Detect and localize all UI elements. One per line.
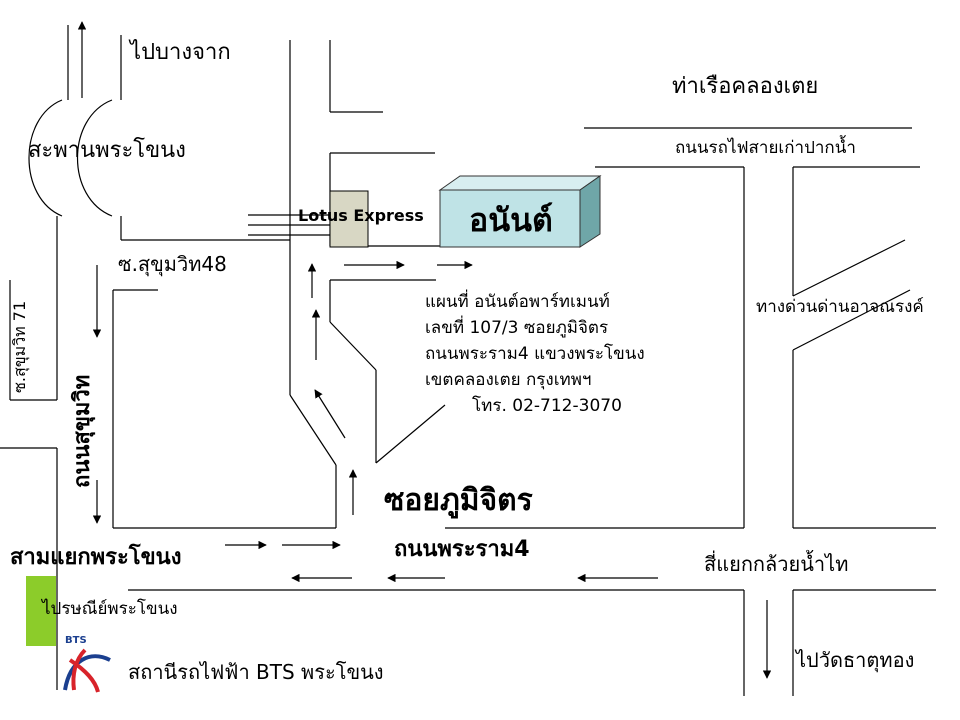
label-old-railway-road: ถนนรถไฟสายเก่าปากน้ำ xyxy=(675,138,856,158)
direction-arrows xyxy=(77,21,772,679)
label-to-bang-chak: ไปบางจาก xyxy=(130,40,231,65)
label-expressway-checkpoint: ทางด่วนด่านอาจณรงค์ xyxy=(756,297,924,317)
info-line-3: ถนนพระราม4 แขวงพระโขนง xyxy=(425,344,645,364)
label-bts-station: สถานีรถไฟฟ้า BTS พระโขนง xyxy=(128,660,384,684)
bts-station-bar xyxy=(26,576,56,646)
label-to-phra-khanong-post: ไปรษณีย์พระโขนง xyxy=(42,599,178,619)
info-line-2: เลขที่ 107/3 ซอยภูมิจิตร xyxy=(425,318,609,338)
label-sukhumvit-71: ซ.สุขุมวิท 71 xyxy=(10,300,29,393)
label-to-wat-that-thong: ไปวัดธาตุทอง xyxy=(796,648,915,672)
bts-logo-text: BTS xyxy=(65,635,87,646)
info-line-5: โทร. 02-712-3070 xyxy=(472,396,622,416)
label-soi-phumchit: ซอยภูมิจิตร xyxy=(384,483,533,518)
info-line-4: เขตคลองเตย กรุงเทพฯ xyxy=(425,370,592,390)
lotus-express-box xyxy=(329,190,369,248)
label-khlong-toei-port: ท่าเรือคลองเตย xyxy=(672,74,819,99)
anan-building xyxy=(438,175,602,248)
label-phra-khanong-junction: สามแยกพระโขนง xyxy=(10,545,182,570)
label-phra-khanong-bridge: สะพานพระโขนง xyxy=(28,138,186,163)
label-anan: อนันต์ xyxy=(469,201,553,239)
info-line-1: แผนที่ อนันต์อพาร์ทเมนท์ xyxy=(425,292,610,312)
label-rama4-road: ถนนพระราม4 xyxy=(394,537,530,562)
label-sukhumvit-road: ถนนสุขุมวิท xyxy=(70,374,95,488)
bts-logo: BTS xyxy=(63,635,111,693)
label-kluay-nam-thai-junction: สี่แยกกล้วยน้ำไท xyxy=(704,552,849,576)
label-sukhumvit-48: ซ.สุขุมวิท48 xyxy=(118,252,227,276)
label-lotus-express: Lotus Express xyxy=(298,206,424,225)
